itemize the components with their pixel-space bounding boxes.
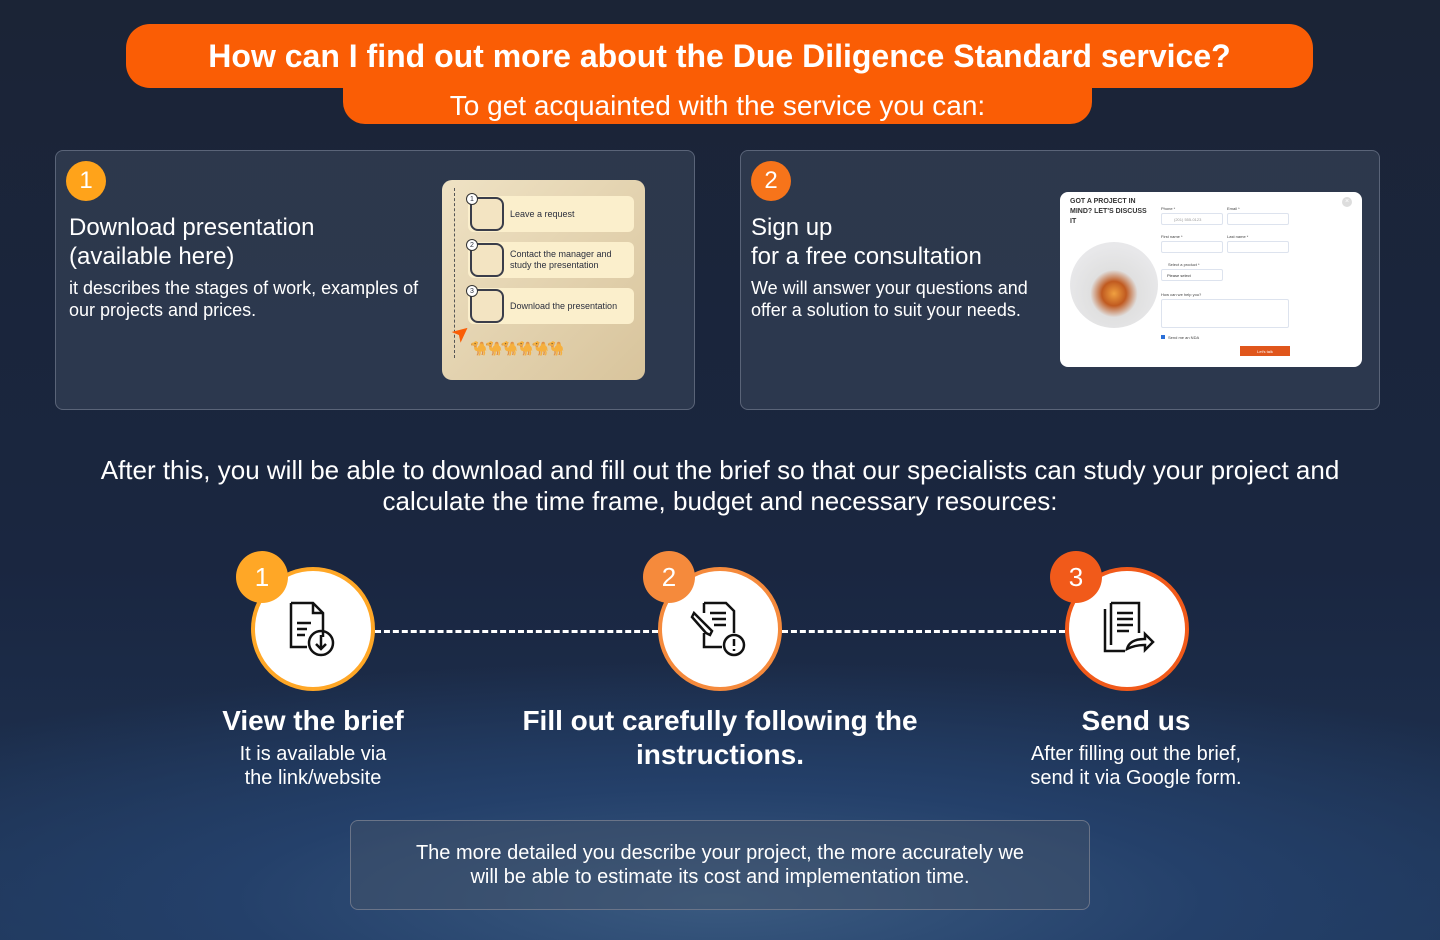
title-banner: How can I find out more about the Due Di… [126,24,1313,88]
card-description: We will answer your questions and offer … [751,278,1028,320]
brief-intro-text: After this, you will be able to download… [100,455,1340,516]
presentation-link[interactable]: (available here) [69,243,235,270]
phone-input[interactable]: (201) 555-0123 [1161,213,1223,225]
document-edit-alert-icon [690,601,746,657]
card-number-badge: 1 [66,161,106,201]
subtitle: To get acquainted with the service you c… [449,90,986,121]
document-send-icon [1103,601,1155,654]
presentation-thumbnail[interactable]: Leave a request 1 Contact the manager an… [442,180,645,380]
step-number-badge: 2 [643,551,695,603]
connector-line [375,630,658,633]
close-icon[interactable]: × [1342,197,1352,207]
note-text: The more detailed you describe your proj… [415,842,1025,888]
step-description: After filling out the brief, send it via… [1030,743,1242,789]
help-textarea[interactable] [1161,299,1289,328]
step-title: Send us [1081,705,1191,736]
step-number-badge: 1 [236,551,288,603]
step-title: Fill out carefully following the instruc… [522,705,918,770]
mountain-icon [470,197,504,231]
product-select[interactable]: Please select [1161,269,1223,281]
step-number-badge: 3 [1050,551,1102,603]
card-title: Download presentation [69,214,315,241]
card-subtitle: for a free consultation [751,243,982,270]
lighthouse-icon [470,243,504,277]
card-title: Sign up [751,214,833,241]
lets-talk-button[interactable]: Let's talk [1240,346,1290,356]
card-number-badge: 2 [751,161,791,201]
first-name-input[interactable] [1161,241,1223,253]
rocket-image [1070,242,1158,328]
consultation-form-thumbnail[interactable]: GOT A PROJECT IN MIND? LET'S DISCUSS IT … [1060,192,1362,367]
step-description: It is available via the link/website [239,743,387,789]
email-input[interactable] [1227,213,1289,225]
step-title: View the brief [222,705,404,736]
nda-checkbox[interactable] [1161,335,1165,339]
card-description: it describes the stages of work, example… [69,278,419,320]
last-name-input[interactable] [1227,241,1289,253]
connector-line [782,630,1065,633]
camel-caravan-icon: 🐪🐪🐪🐪🐪🐪 [470,340,565,356]
document-download-icon [289,601,335,657]
page-title: How can I find out more about the Due Di… [208,37,1231,74]
note-box: The more detailed you describe your proj… [350,820,1090,910]
